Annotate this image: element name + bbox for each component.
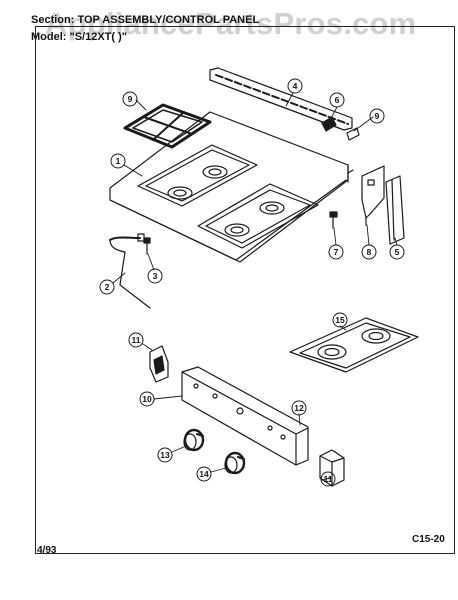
leader-lines <box>112 92 398 481</box>
terminal-block <box>319 449 345 487</box>
svg-text:10: 10 <box>142 394 152 404</box>
svg-text:6: 6 <box>335 95 340 105</box>
svg-text:9: 9 <box>375 111 380 121</box>
svg-text:5: 5 <box>395 247 400 257</box>
callout-10 <box>139 391 155 407</box>
svg-text:11: 11 <box>324 474 333 484</box>
burner-box-tray <box>289 317 419 373</box>
screw-small <box>329 211 338 229</box>
footer-code: C15-20 <box>412 534 445 545</box>
svg-text:15: 15 <box>335 315 345 325</box>
burner-grate <box>123 103 212 149</box>
section-title: Section: TOP ASSEMBLY/CONTROL PANEL <box>31 14 260 26</box>
side-panel <box>385 175 405 245</box>
ignitor-lead <box>109 233 151 309</box>
diagram-frame <box>35 26 455 554</box>
burner-knob <box>183 428 205 452</box>
svg-text:4: 4 <box>293 81 298 91</box>
side-bracket <box>361 165 385 226</box>
svg-text:2: 2 <box>105 282 110 292</box>
callout-15 <box>332 312 348 328</box>
mounting-bracket <box>149 345 169 383</box>
svg-text:14: 14 <box>199 469 209 479</box>
backguard-panel <box>209 67 353 131</box>
callout-6 <box>329 92 345 108</box>
callout-8 <box>361 244 377 260</box>
callout-3 <box>147 268 163 284</box>
footer-date: 4/93 <box>37 545 57 556</box>
svg-text:8: 8 <box>367 247 372 257</box>
callout-5 <box>389 244 405 260</box>
svg-text:9: 9 <box>128 94 133 104</box>
callout-7 <box>328 244 344 260</box>
callout-14 <box>196 466 212 482</box>
watermark: AppliancePartsPros.com <box>45 6 417 41</box>
svg-text:12: 12 <box>294 403 304 413</box>
callout-9-grate <box>122 91 138 107</box>
callout-9-clip <box>369 108 385 124</box>
svg-text:11: 11 <box>132 335 141 345</box>
callout-11-bottom <box>320 471 336 487</box>
svg-text:3: 3 <box>153 271 158 281</box>
callout-13 <box>157 447 173 463</box>
control-manifold <box>181 366 309 466</box>
callouts: 9 1 4 6 9 7 8 5 2 3 15 11 10 12 13 14 11 <box>99 78 405 487</box>
svg-text:13: 13 <box>160 450 170 460</box>
callout-4 <box>287 78 303 94</box>
svg-text:1: 1 <box>116 156 121 166</box>
main-cooktop <box>109 111 354 263</box>
model-title: Model: "S/12XT( )" <box>31 31 127 43</box>
callout-2 <box>99 279 115 295</box>
burner-knob-2 <box>224 451 246 475</box>
callout-1 <box>110 153 126 169</box>
screw <box>143 237 151 255</box>
svg-text:7: 7 <box>334 247 339 257</box>
clip-right <box>321 116 360 141</box>
callout-12 <box>291 400 307 416</box>
callout-11-top <box>128 332 144 348</box>
